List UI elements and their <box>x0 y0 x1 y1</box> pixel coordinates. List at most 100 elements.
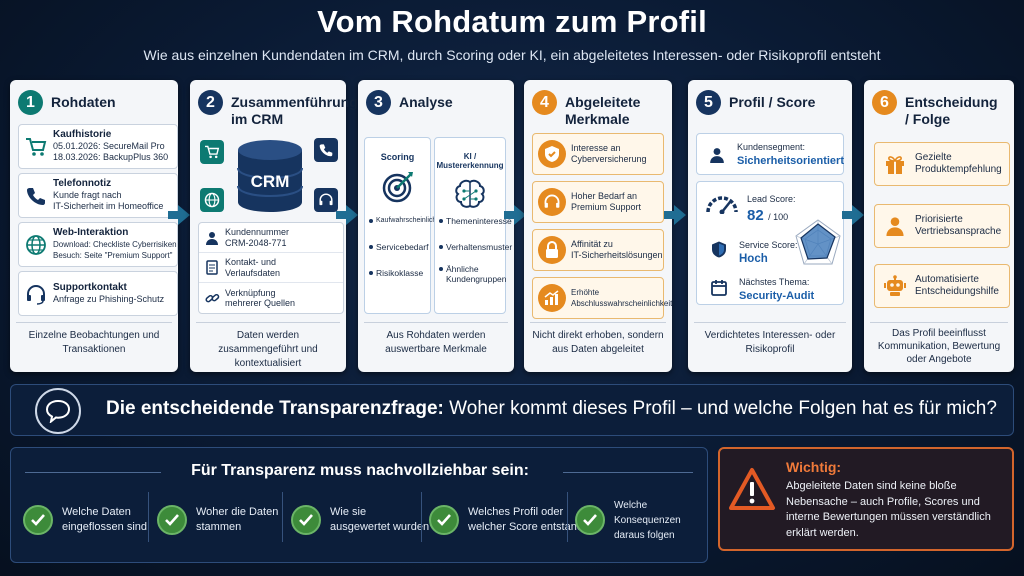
arrow-right-icon <box>336 205 358 225</box>
check-icon <box>157 505 187 535</box>
segment-box: Kundensegment: Sicherheitsorientiert <box>696 133 844 175</box>
item-line: 05.01.2026: SecureMail Pro <box>53 140 165 151</box>
shopping-cart-icon <box>200 140 224 164</box>
transparency-question: Die entscheidende Transparenzfrage: Wohe… <box>106 398 997 419</box>
step-number: 5 <box>696 90 721 115</box>
page-title: Vom Rohdatum zum Profil <box>317 4 707 39</box>
step-number: 3 <box>366 90 391 115</box>
warning-icon <box>728 467 776 516</box>
item-title: Telefonnotiz <box>53 178 112 190</box>
check-icon <box>291 505 321 535</box>
gift-icon <box>875 153 915 175</box>
detail-line: Kontakt- und <box>225 257 277 267</box>
divider <box>25 472 161 473</box>
topic-value: Security-Audit <box>739 290 815 302</box>
step-title: Entscheidung / Folge <box>905 94 998 127</box>
person-icon <box>709 146 725 169</box>
step-footer: Daten werden zusammengeführt und kontext… <box>196 322 340 369</box>
list-item: Kaufwahrscheinlichkeit <box>369 216 447 226</box>
crm-label: CRM <box>250 172 290 191</box>
check-icon <box>23 505 53 535</box>
list-item: Servicebedarf <box>369 242 428 252</box>
shopping-cart-icon <box>19 137 53 157</box>
detail-line: Verknüpfung <box>225 287 276 298</box>
person-icon <box>199 231 225 245</box>
step-number: 2 <box>198 90 223 115</box>
analysis-column-scoring: Scoring Kaufwahrscheinlichkeit Servicebe… <box>364 137 447 314</box>
target-icon <box>365 170 430 204</box>
chart-up-icon <box>538 284 566 312</box>
detail-line: Verlaufsdaten <box>225 267 281 278</box>
warning-title: Wichtig: <box>786 459 842 475</box>
segment-label: Kundensegment: <box>737 142 806 152</box>
detail-line: Kundennummer <box>225 227 290 237</box>
lead-score-max: / 100 <box>768 212 789 222</box>
item-title: Kaufhistorie <box>53 129 112 141</box>
brain-icon <box>435 178 505 212</box>
list-item: Risikoklasse <box>369 268 423 278</box>
headset-icon <box>538 188 566 216</box>
item-line: Besuch: Seite "Premium Support" <box>53 251 173 261</box>
page-subtitle: Wie aus einzelnen Kundendaten im CRM, du… <box>143 47 881 63</box>
step-number: 1 <box>18 90 43 115</box>
item-line: 18.03.2026: BackupPlus 360 <box>53 152 169 163</box>
service-score-value: Hoch <box>739 253 768 265</box>
shield-icon <box>711 240 727 264</box>
divider <box>148 492 149 542</box>
list-item: Ähnliche Kundengruppen <box>439 264 507 284</box>
step-number: 6 <box>872 90 897 115</box>
gauge-icon <box>705 194 739 219</box>
arrow-right-icon <box>168 205 190 225</box>
globe-icon <box>19 234 53 256</box>
divider <box>563 472 693 473</box>
column-heading: KI / Mustererkennung <box>436 152 504 170</box>
step-number: 4 <box>532 90 557 115</box>
score-box: Lead Score: 82 / 100 Service Score: Hoch… <box>696 181 844 305</box>
headset-icon <box>314 188 338 212</box>
step-footer: Aus Rohdaten werden auswertbare Merkmale <box>364 322 508 366</box>
step-card-analyse: 3 Analyse Scoring Kaufwahrscheinlichkeit… <box>358 80 514 372</box>
divider <box>567 492 568 542</box>
warning-box: Wichtig: Abgeleitete Daten sind keine bl… <box>718 447 1014 551</box>
item-title: Web-Interaktion <box>53 227 129 239</box>
arrow-right-icon <box>842 205 864 225</box>
segment-value: Sicherheitsorientiert <box>737 155 844 167</box>
step-card-profil: 5 Profil / Score Kundensegment: Sicherhe… <box>688 80 852 372</box>
transparency-question-bar: Die entscheidende Transparenzfrage: Wohe… <box>10 384 1014 436</box>
robot-icon <box>875 275 915 297</box>
list-item: Themeninteresse <box>439 216 512 226</box>
item-line: IT-Sicherheit im Homeoffice <box>53 201 164 212</box>
detail-line: mehrerer Quellen <box>225 298 296 308</box>
column-heading: Scoring <box>380 152 415 162</box>
database-icon <box>237 140 303 212</box>
arrow-right-icon <box>664 205 686 225</box>
step-footer: Nicht direkt erhoben, sondern aus Daten … <box>530 322 666 366</box>
analysis-column-ki: KI / Mustererkennung Themeninteresse Ver… <box>434 137 512 314</box>
link-icon <box>199 291 225 306</box>
item-title: Supportkontakt <box>53 282 127 293</box>
service-score-label: Service Score: <box>739 240 798 250</box>
lead-score: 82 / 100 <box>747 207 788 225</box>
lead-score-label: Lead Score: <box>747 194 796 204</box>
step-title: Analyse <box>399 94 453 110</box>
step-title: Rohdaten <box>51 94 116 110</box>
lead-score-value: 82 <box>747 207 764 224</box>
divider <box>282 492 283 542</box>
check-icon <box>575 505 605 535</box>
